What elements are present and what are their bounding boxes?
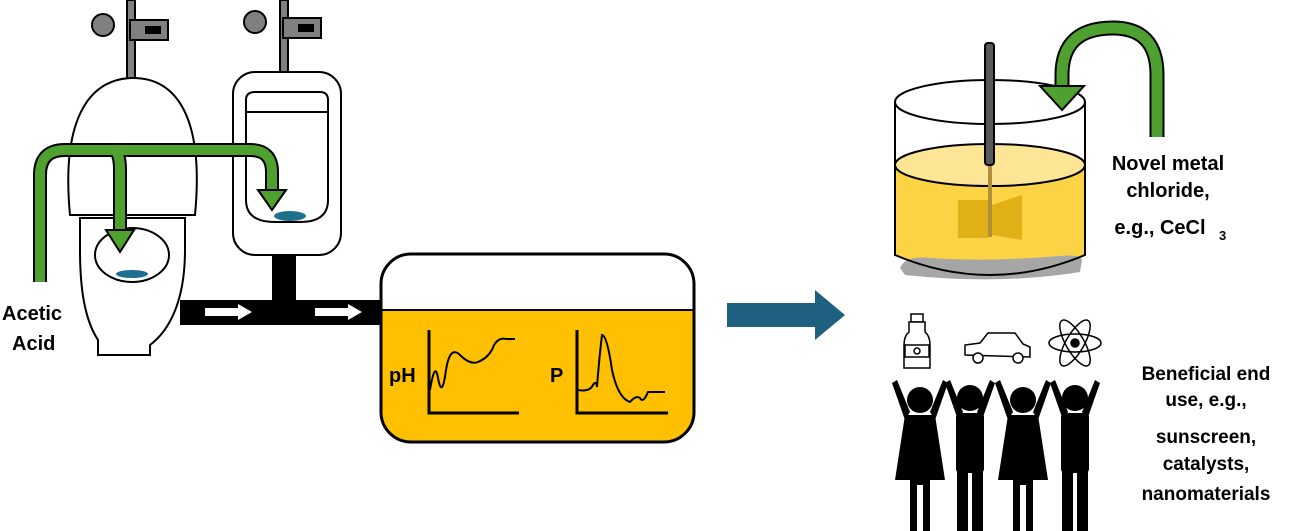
ph-graph <box>427 330 519 415</box>
acetic-label-2: Acid <box>12 333 55 355</box>
arrowhead-urinal <box>256 189 288 212</box>
enduse-label-3: sunscreen, <box>1156 427 1256 448</box>
atom-icon <box>1048 319 1102 367</box>
people-icon <box>892 380 1100 531</box>
metal-chloride-arrow <box>1037 20 1165 137</box>
flow-arrow-icon <box>315 304 362 320</box>
reaction-beaker <box>894 42 1086 280</box>
enduse-label-1: Beneficial end <box>1142 364 1271 385</box>
urinal-icon <box>232 0 342 256</box>
metal-label-3: e.g., CeCl <box>1114 217 1205 239</box>
metal-label-1: Novel metal <box>1112 153 1224 175</box>
flow-arrow-icon <box>205 304 252 320</box>
enduse-label-2: use, e.g., <box>1165 390 1246 411</box>
bottle-icon <box>903 313 931 369</box>
acetic-label-1: Acetic <box>2 303 62 325</box>
collection-pipe <box>180 254 385 325</box>
arrowhead-toilet <box>104 229 136 254</box>
enduse-label-5: nanomaterials <box>1142 484 1271 505</box>
enduse-label-4: catalysts, <box>1163 454 1250 475</box>
metal-subscript: 3 <box>1219 228 1226 243</box>
p-label: P <box>550 365 563 387</box>
process-arrow-icon <box>727 290 845 340</box>
car-icon <box>964 332 1031 364</box>
toilet-icon <box>67 0 198 356</box>
storage-tank: pH P <box>379 252 696 444</box>
metal-label-2: chloride, <box>1126 180 1209 202</box>
ph-label: pH <box>389 365 416 387</box>
p-graph <box>575 330 668 415</box>
